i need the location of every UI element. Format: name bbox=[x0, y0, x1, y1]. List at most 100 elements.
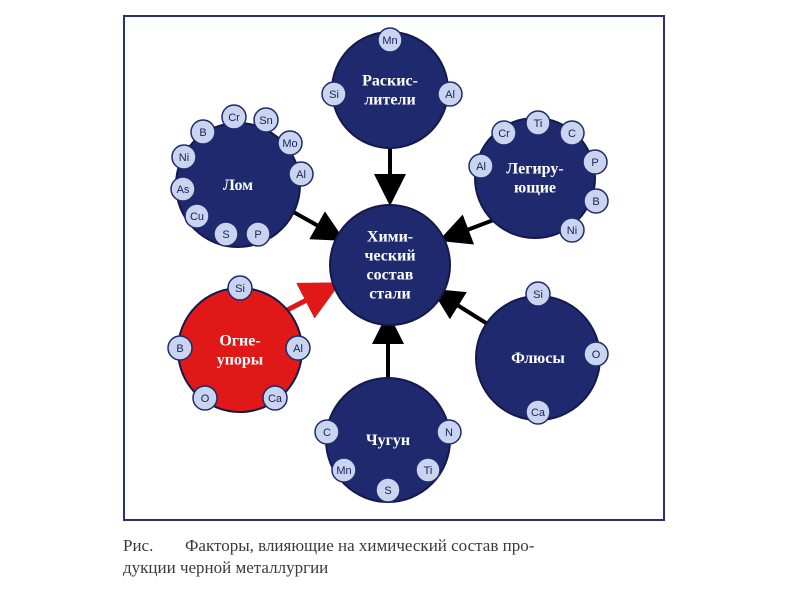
element-circle bbox=[583, 188, 609, 214]
element-circle bbox=[213, 221, 239, 247]
element-symbol: P bbox=[254, 229, 261, 241]
element-symbol: Ni bbox=[567, 225, 577, 237]
element-badge: N bbox=[436, 419, 462, 445]
element-circle bbox=[171, 144, 197, 170]
element-circle bbox=[167, 335, 193, 361]
element-badge: Mo bbox=[277, 130, 303, 156]
element-symbol: B bbox=[176, 343, 183, 355]
element-circle bbox=[559, 217, 585, 243]
element-badge: P bbox=[582, 149, 608, 175]
figure-caption: Рис. Факторы, влияющие на химический сост… bbox=[123, 535, 683, 579]
node-label-flyusy-line-1: Флюсы bbox=[511, 350, 565, 367]
element-badge: Ti bbox=[525, 110, 551, 136]
element-symbol: C bbox=[323, 427, 331, 439]
element-symbol: Cr bbox=[228, 112, 240, 124]
element-circle bbox=[192, 385, 218, 411]
element-symbol: Cr bbox=[498, 128, 510, 140]
element-circle bbox=[253, 107, 279, 133]
element-badge: O bbox=[192, 385, 218, 411]
element-badge: S bbox=[375, 477, 401, 503]
element-symbol: B bbox=[592, 196, 599, 208]
element-circle bbox=[437, 81, 463, 107]
caption-prefix: Рис. bbox=[123, 536, 154, 555]
element-badge: Al bbox=[288, 161, 314, 187]
element-symbol: As bbox=[177, 184, 190, 196]
element-badge: Ni bbox=[559, 217, 585, 243]
element-symbol: Cu bbox=[190, 211, 204, 223]
element-badge: C bbox=[314, 419, 340, 445]
node-chugun: Чугун C N Mn TiS bbox=[314, 377, 462, 503]
element-circle bbox=[375, 477, 401, 503]
element-symbol: Sn bbox=[259, 115, 272, 127]
element-symbol: C bbox=[568, 128, 576, 140]
element-circle bbox=[245, 221, 271, 247]
center-label-line-1: Хими- bbox=[367, 229, 413, 246]
center-label-line-2: ческий bbox=[364, 248, 415, 265]
center-label-line-3: состав bbox=[367, 267, 414, 284]
element-badge: Ti bbox=[415, 457, 441, 483]
element-circle bbox=[221, 104, 247, 130]
element-circle bbox=[277, 130, 303, 156]
caption-line-1: Факторы, влияющие на химический состав п… bbox=[185, 536, 535, 555]
element-badge: Mn bbox=[377, 27, 403, 53]
center-circle bbox=[329, 204, 451, 326]
element-symbol: Ti bbox=[424, 465, 433, 477]
element-badge: Cr bbox=[221, 104, 247, 130]
element-circle bbox=[331, 457, 357, 483]
element-badge: Mn bbox=[331, 457, 357, 483]
element-symbol: O bbox=[201, 393, 210, 405]
element-circle bbox=[582, 149, 608, 175]
element-circle bbox=[525, 281, 551, 307]
element-badge: Ca bbox=[525, 399, 551, 425]
element-badge: O bbox=[583, 341, 609, 367]
element-circle bbox=[227, 275, 253, 301]
element-symbol: Ni bbox=[179, 152, 189, 164]
element-badge: Cr bbox=[491, 120, 517, 146]
element-circle bbox=[583, 341, 609, 367]
center-label-line-4: стали bbox=[369, 286, 411, 303]
node-label-legiruyushchie-line-1: Легиру- bbox=[506, 161, 563, 178]
element-badge: Si bbox=[227, 275, 253, 301]
element-circle bbox=[436, 419, 462, 445]
element-symbol: S bbox=[222, 229, 229, 241]
element-badge: C bbox=[559, 120, 585, 146]
element-circle bbox=[262, 385, 288, 411]
element-badge: B bbox=[190, 119, 216, 145]
element-badge: As bbox=[170, 176, 196, 202]
element-symbol: P bbox=[591, 157, 598, 169]
node-center: Хими-ческий состав стали bbox=[329, 204, 451, 326]
node-label-ogneupory-line-1: Огне- bbox=[219, 333, 260, 350]
element-circle bbox=[170, 176, 196, 202]
element-circle bbox=[377, 27, 403, 53]
element-symbol: Al bbox=[445, 89, 455, 101]
node-label-legiruyushchie-line-2: ющие bbox=[514, 180, 556, 197]
element-circle bbox=[468, 153, 494, 179]
node-label-chugun-line-1: Чугун bbox=[366, 432, 410, 449]
element-symbol: Ti bbox=[534, 118, 543, 130]
element-symbol: Si bbox=[533, 289, 543, 301]
element-circle bbox=[525, 110, 551, 136]
element-symbol: Al bbox=[293, 343, 303, 355]
element-circle bbox=[288, 161, 314, 187]
element-symbol: Al bbox=[476, 161, 486, 173]
element-symbol: S bbox=[384, 485, 391, 497]
node-label-raskisliteli-line-2: лители bbox=[364, 92, 415, 109]
element-badge: Al bbox=[285, 335, 311, 361]
element-symbol: Ca bbox=[531, 407, 546, 419]
element-circle bbox=[314, 419, 340, 445]
node-label-raskisliteli-line-1: Раскис- bbox=[362, 73, 418, 90]
element-badge: Ca bbox=[262, 385, 288, 411]
element-badge: S bbox=[213, 221, 239, 247]
element-circle bbox=[491, 120, 517, 146]
element-symbol: O bbox=[592, 349, 601, 361]
element-circle bbox=[190, 119, 216, 145]
element-badge: Sn bbox=[253, 107, 279, 133]
element-circle bbox=[321, 81, 347, 107]
element-badge: Ni bbox=[171, 144, 197, 170]
element-circle bbox=[559, 120, 585, 146]
element-symbol: Mn bbox=[382, 35, 397, 47]
element-symbol: Ca bbox=[268, 393, 283, 405]
